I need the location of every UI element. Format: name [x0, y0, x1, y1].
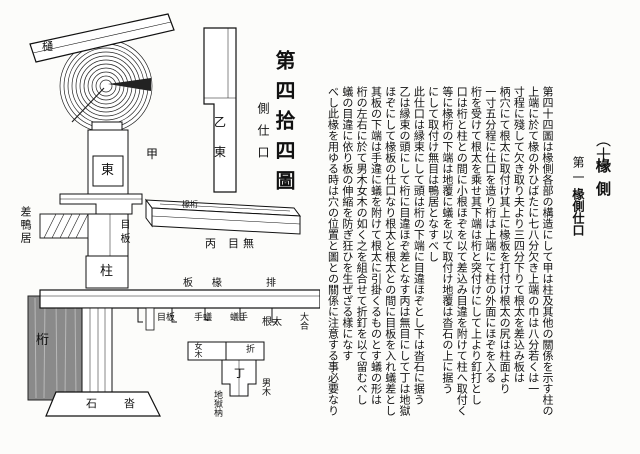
body-column: 等に椽桁の下端は地覆に蟻を以て取付け地覆は沓石の上に据う: [440, 86, 454, 394]
body-text: 第四十四圖は椽側各部の構造にして甲は柱及其他の關係を示す柱の 上端に於て椽の外ひ…: [324, 86, 554, 428]
label-tsuka-upper: 東: [101, 163, 115, 178]
label-meita-beam: 目板: [157, 313, 176, 323]
label-ori: 折: [246, 345, 256, 355]
body-column: べし此椽を用ゆる時は穴の位置と圖との關係に注意する事必要なり: [326, 86, 340, 416]
label-tsuka-otsu: 東: [214, 145, 227, 159]
figure-title: 第四拾四圖: [272, 50, 296, 200]
girder-block: [27, 295, 83, 401]
body-column: 柄穴にて根太に取付け其上に椽板を打付け根太の尻は柱面より: [498, 86, 512, 394]
label-hei: 丙: [205, 237, 216, 250]
body-column: 上端に於て椽の外ひばたに七八分欠き上端の巾は八分若くは一: [526, 86, 540, 394]
lower-post: [81, 307, 113, 393]
body-column: 一寸五分程に仕口を造り桁は上端にて柱の外面にほぞを入る: [483, 86, 497, 383]
body-column: 第四十四圖は椽側各部の構造にして甲は柱及其他の關係を示す柱の: [541, 86, 554, 416]
body-column: 口は桁と柱との間に小根ほぞを以て差込み目違を附けて柱へ取付く: [455, 86, 469, 416]
body-column: ほぞにして椽板の仕口なり根太と根太との間に目板を入れ蟻差とし: [383, 86, 397, 416]
label-ishi: 石: [86, 397, 97, 410]
label-hai: 排: [266, 278, 276, 289]
label-jigoku: 地獄枘: [212, 390, 222, 417]
label-kutsu: 沓: [124, 397, 135, 410]
joint-tei: [187, 341, 265, 397]
foundation-stone: [45, 391, 161, 417]
label-sashikamoi: 差鴨居: [19, 206, 32, 245]
label-ari-te: 蟻手: [230, 313, 249, 323]
post-otsu: [203, 27, 237, 193]
chapter-number: （十）: [594, 132, 612, 177]
post-assembly-koh: [59, 121, 143, 289]
label-koh: 甲: [146, 147, 159, 161]
label-engeta: 椽桁: [182, 200, 198, 209]
log-cross-section: [59, 39, 153, 133]
body-column: 桁の左右に於て男木女木の如く之を組合せて折釘を以て留むべし: [355, 86, 369, 405]
label-tei: 丁: [234, 367, 245, 380]
body-column: 寸程に殘して欠き取り夫より三四分下りて根太を差込み板は: [512, 86, 526, 383]
side-lintel: [39, 213, 89, 239]
board-hei: [144, 198, 302, 235]
label-neda: 根太: [262, 317, 282, 328]
body-column: 此仕口は縁束にして頭は桁の下端に目違ほぞとし下は沓石に据う: [412, 86, 426, 405]
body-column: にして取付け無目は鴨居となすべし: [426, 86, 440, 262]
body-column: 其板の下端は手違に蟻を附けて根太に引掛くるものとす蟻の形は: [369, 86, 383, 405]
label-meita-post: 目板: [118, 219, 129, 247]
floor-beam: [39, 289, 320, 331]
label-te-ari: 手蟻: [194, 313, 213, 323]
label-en: 椽: [212, 278, 222, 289]
body-column: 蟻の目違に依り板の伸縮を防ぎ狂ひを生ぜざる樣になす: [340, 86, 354, 361]
label-meki: 女木: [194, 342, 203, 358]
figure-subtitle: 側仕口: [256, 102, 270, 168]
body-column: 桁を受けて根太を乘せ其下端は桁と突付けにして上より釘打とし: [469, 86, 483, 405]
label-mume: 目無: [228, 237, 258, 250]
label-keta: 桁: [36, 333, 50, 348]
label-hi: 樋: [42, 40, 53, 53]
body-column: 乙は縁束の頭にして桁に目違ほぞ差となす丙は無目にして丁は地獄: [398, 86, 412, 416]
section-number: 第一: [571, 156, 585, 186]
label-oki: 男木: [260, 378, 270, 396]
label-daigo: 大合: [298, 312, 308, 330]
section-title: 椽側仕口: [571, 188, 585, 236]
label-hashira: 柱: [100, 264, 114, 279]
label-ita: 板: [183, 278, 193, 289]
label-otsu: 乙: [214, 115, 227, 129]
chapter-title: 椽側: [594, 158, 612, 204]
joint-diagram: [27, 13, 320, 417]
top-plank: [29, 13, 175, 63]
